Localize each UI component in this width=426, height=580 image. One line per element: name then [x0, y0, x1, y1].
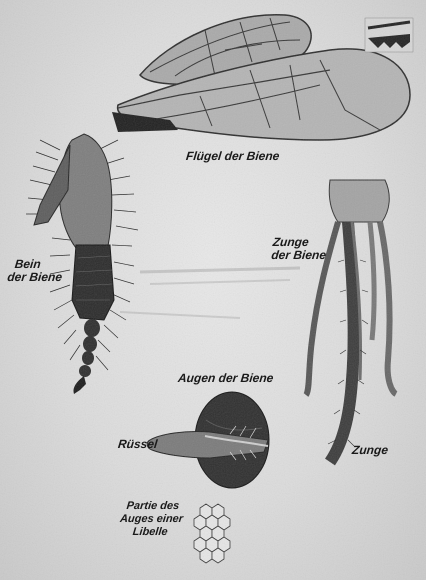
label-dragonfly-line1: Partie des	[121, 500, 185, 513]
label-proboscis: Rüssel	[117, 438, 158, 451]
label-tongue-top-line2: der Biene	[271, 249, 327, 262]
label-dragonfly-line3: Libelle	[118, 526, 182, 539]
label-eyes: Augen der Biene	[177, 372, 274, 385]
label-dragonfly-eye: Partie des Auges einer Libelle	[118, 500, 185, 539]
label-wings: Flügel der Biene	[185, 150, 280, 163]
label-leg: Bein der Biene	[7, 258, 64, 284]
label-tongue-top: Zunge der Biene	[271, 236, 328, 262]
label-leg-line2: der Biene	[7, 271, 63, 284]
label-dragonfly-line2: Auges einer	[119, 513, 183, 526]
label-tongue: Zunge	[351, 444, 388, 457]
